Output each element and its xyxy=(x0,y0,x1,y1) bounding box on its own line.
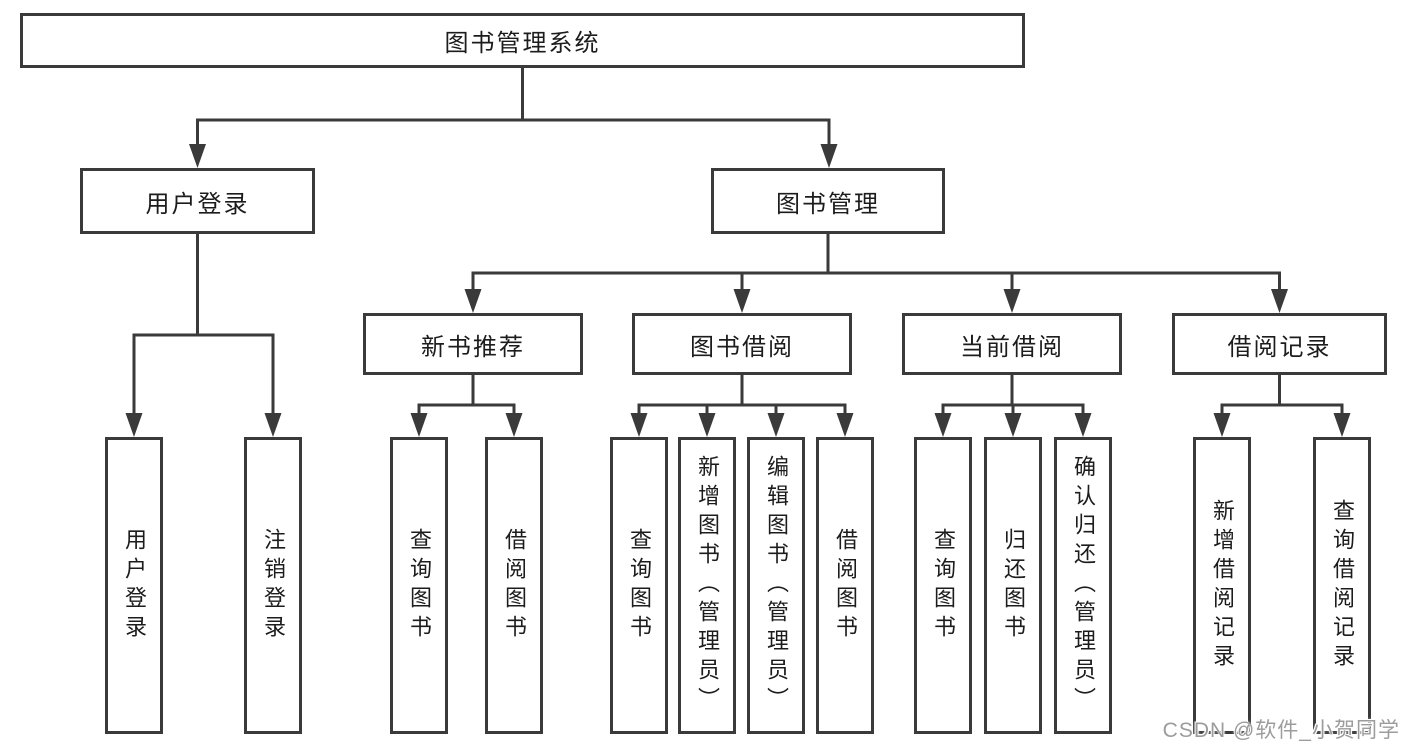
node-book-borrow-label: 图书借阅 xyxy=(690,333,794,361)
connector-paths xyxy=(132,68,1344,420)
arrowhead-icon xyxy=(934,413,952,437)
arrowhead-icon xyxy=(1333,413,1351,437)
leaf-confirm-return-admin-label: 确认归还（管理员） xyxy=(1071,455,1096,716)
arrowhead-icon xyxy=(820,144,838,168)
node-book-management-label: 图书管理 xyxy=(776,190,880,218)
arrowhead-icon xyxy=(698,413,716,437)
arrowhead-icon xyxy=(767,413,785,437)
leaf-edit-book-admin: 编辑图书（管理员） xyxy=(747,437,805,734)
leaf-add-book-admin-label: 新增图书（管理员） xyxy=(695,455,720,716)
leaf-query-books-borrow: 查询图书 xyxy=(610,437,668,734)
leaf-logout-label: 注销登录 xyxy=(261,527,286,644)
leaf-query-books-recommend-label: 查询图书 xyxy=(407,527,432,644)
arrowhead-icon xyxy=(836,413,854,437)
node-root: 图书管理系统 xyxy=(20,13,1025,68)
leaf-borrow-books-recommend-label: 借阅图书 xyxy=(502,527,527,644)
leaf-borrow-books: 借阅图书 xyxy=(816,437,874,734)
arrowhead-icon xyxy=(1271,289,1288,313)
leaf-return-book: 归还图书 xyxy=(984,437,1042,734)
leaf-add-borrow-record: 新增借阅记录 xyxy=(1193,437,1251,734)
watermark: CSDN @软件_小贺同学 xyxy=(1162,719,1400,742)
leaf-user-login: 用户登录 xyxy=(105,437,163,734)
leaf-borrow-books-label: 借阅图书 xyxy=(833,527,858,644)
arrowhead-icon xyxy=(125,413,143,437)
node-borrow-records: 借阅记录 xyxy=(1172,313,1387,375)
leaf-query-books-current: 查询图书 xyxy=(914,437,972,734)
arrowhead-icon xyxy=(464,289,482,313)
leaf-query-books-current-label: 查询图书 xyxy=(931,527,956,644)
node-root-label: 图书管理系统 xyxy=(444,30,601,57)
arrowhead-icon xyxy=(1004,413,1022,437)
arrowhead-icon xyxy=(1213,413,1231,437)
arrowhead-icon xyxy=(733,289,751,313)
leaf-query-books-recommend: 查询图书 xyxy=(390,437,448,734)
leaf-query-books-borrow-label: 查询图书 xyxy=(627,527,652,644)
node-user-login: 用户登录 xyxy=(80,168,315,234)
node-borrow-records-label: 借阅记录 xyxy=(1227,333,1332,361)
leaf-add-book-admin: 新增图书（管理员） xyxy=(678,437,736,734)
arrowhead-icon xyxy=(1074,413,1092,437)
leaf-query-borrow-record-label: 查询借阅记录 xyxy=(1330,498,1355,673)
leaf-return-book-label: 归还图书 xyxy=(1001,527,1026,644)
node-current-borrow: 当前借阅 xyxy=(902,313,1122,375)
node-book-borrow: 图书借阅 xyxy=(632,313,852,375)
node-new-book-recommend: 新书推荐 xyxy=(363,313,583,375)
leaf-edit-book-admin-label: 编辑图书（管理员） xyxy=(764,455,789,716)
node-user-login-label: 用户登录 xyxy=(145,190,250,218)
arrowhead-icon xyxy=(189,144,206,168)
arrowhead-icon xyxy=(410,413,428,437)
leaf-query-borrow-record: 查询借阅记录 xyxy=(1313,437,1371,734)
arrowhead-icon xyxy=(505,413,523,437)
leaf-add-borrow-record-label: 新增借阅记录 xyxy=(1210,498,1235,673)
arrowhead-icon xyxy=(1003,289,1021,313)
node-book-management: 图书管理 xyxy=(711,168,945,234)
node-current-borrow-label: 当前借阅 xyxy=(960,333,1064,361)
leaf-logout: 注销登录 xyxy=(244,437,302,734)
leaf-borrow-books-recommend: 借阅图书 xyxy=(485,437,543,734)
leaf-confirm-return-admin: 确认归还（管理员） xyxy=(1054,437,1112,734)
leaf-user-login-label: 用户登录 xyxy=(122,527,147,644)
arrowhead-icon xyxy=(264,413,282,437)
node-new-book-recommend-label: 新书推荐 xyxy=(421,333,525,361)
arrowhead-icon xyxy=(630,413,648,437)
